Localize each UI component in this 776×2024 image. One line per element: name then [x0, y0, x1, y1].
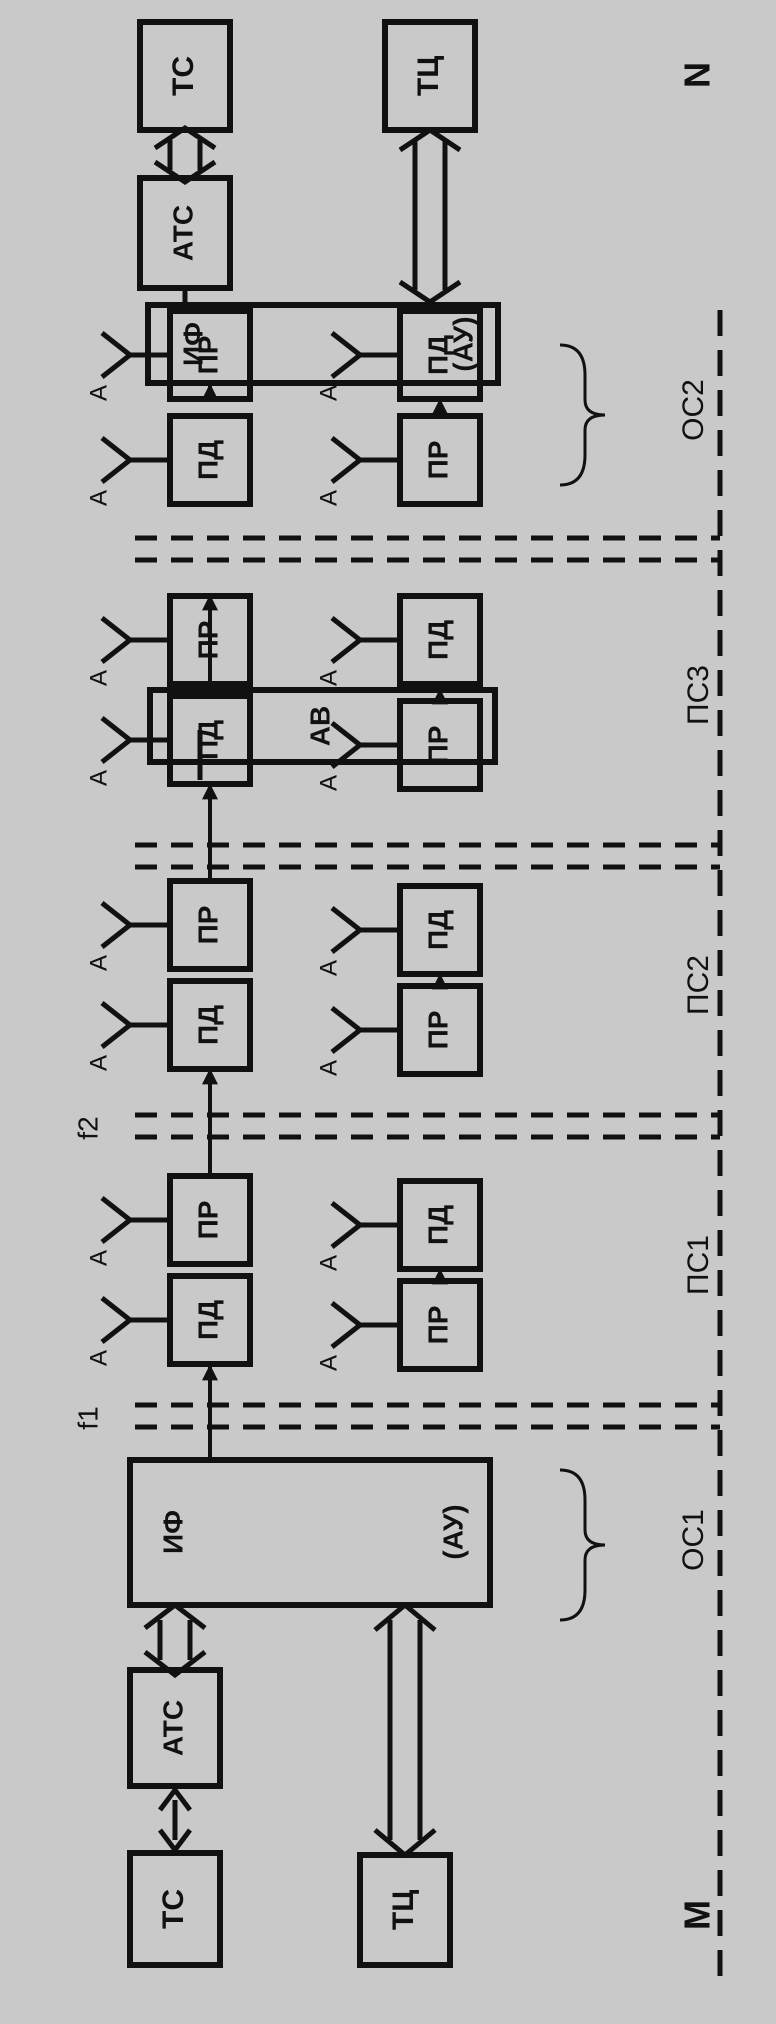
antenna-label: А: [315, 490, 342, 506]
frequency-f2: f2: [72, 1116, 103, 1139]
antenna-label: А: [315, 960, 342, 976]
antenna-label: А: [315, 1355, 342, 1371]
antenna-icon: [330, 906, 400, 954]
block-if-au-right: ИФ (АУ): [145, 302, 501, 386]
block-label: ПД: [192, 1005, 223, 1045]
block-tc-bottom-left: ТЦ: [357, 1852, 453, 1968]
block-pr: ПР: [397, 413, 483, 507]
section-pc2: ПС2: [682, 955, 715, 1015]
block-tc-top-right: ТЦ: [382, 19, 478, 133]
antenna-label: А: [85, 1250, 112, 1266]
block-pd: ПД: [167, 693, 253, 787]
antenna-label: А: [315, 1060, 342, 1076]
block-label: ПД: [192, 1300, 223, 1340]
block-label: ПР: [192, 336, 223, 375]
block-label: АТС: [167, 205, 198, 261]
antenna-icon: [100, 901, 170, 949]
endpoint-m: M: [677, 1900, 718, 1930]
block-ts-top-left: ТС: [127, 1850, 223, 1968]
antenna-icon: [330, 616, 400, 664]
block-pr: ПР: [397, 1278, 483, 1372]
block-label: ПР: [422, 726, 453, 765]
frequency-f1: f1: [72, 1406, 103, 1429]
antenna-icon: [100, 1001, 170, 1049]
block-label: ТЦ: [412, 56, 445, 96]
block-label: ПД: [422, 620, 453, 660]
relay-gaps: [135, 535, 720, 1430]
block-label: ПД: [192, 440, 223, 480]
block-label: (АУ): [447, 316, 478, 371]
block-pd: ПД: [167, 413, 253, 507]
antenna-label: А: [315, 385, 342, 401]
block-pd: ПД: [167, 978, 253, 1072]
block-label: ИФ: [157, 1510, 188, 1554]
block-label: ПР: [192, 621, 223, 660]
section-oc2: ОС2: [677, 379, 710, 441]
antenna-label: А: [85, 955, 112, 971]
lower-transceivers: ПР А ПД А ПР А ПД А ПР А ПД А ПР А ПД А: [315, 308, 483, 1372]
antenna-icon: [330, 721, 400, 769]
block-ts-top-right: ТС: [137, 19, 233, 133]
antenna-label: А: [85, 385, 112, 401]
block-label: (АУ): [437, 1504, 468, 1559]
antenna-icon: [330, 331, 400, 379]
section-pc1: ПС1: [682, 1235, 715, 1295]
antenna-label: А: [85, 1055, 112, 1071]
block-pd: ПД: [397, 593, 483, 687]
antenna-label: А: [85, 490, 112, 506]
antenna-icon: [100, 1296, 170, 1344]
antenna-label: А: [315, 670, 342, 686]
antenna-icon: [330, 1301, 400, 1349]
block-label: ПР: [422, 1011, 453, 1050]
block-label: АТС: [157, 1700, 188, 1756]
brace: [559, 343, 606, 1622]
block-label: ПР: [422, 441, 453, 480]
endpoint-n: N: [677, 62, 718, 88]
antenna-icon: [100, 436, 170, 484]
block-label: ПР: [192, 906, 223, 945]
block-label: ТС: [167, 56, 200, 96]
block-label: АВ: [304, 706, 335, 746]
antenna-icon: [330, 1201, 400, 1249]
block-label: ТС: [157, 1889, 190, 1929]
upper-transceivers: ПД А ПР А ПД А ПР А ПД А ПР А ПД А ПР А: [85, 308, 253, 1458]
block-pr: ПР: [167, 1173, 253, 1267]
block-label: ПР: [422, 1306, 453, 1345]
antenna-icon: [330, 436, 400, 484]
block-pd: ПД: [397, 883, 483, 977]
antenna-icon: [100, 331, 170, 379]
antenna-icon: [330, 1006, 400, 1054]
block-label: ПД: [422, 1205, 453, 1245]
block-pr: ПР: [397, 983, 483, 1077]
antenna-label: А: [315, 1255, 342, 1271]
block-ats-top-left: АТС: [127, 1667, 223, 1789]
block-label: ТЦ: [387, 1890, 420, 1930]
block-pr: ПР: [397, 698, 483, 792]
link-arrows: [143, 124, 462, 1859]
block-if-au-left: ИФ (АУ): [127, 1457, 493, 1608]
antenna-label: А: [85, 770, 112, 786]
antenna-icon: [100, 616, 170, 664]
antenna-icon: [100, 716, 170, 764]
block-pd: ПД: [167, 1273, 253, 1367]
block-label: ПД: [422, 910, 453, 950]
block-ats-top-right: АТС: [137, 175, 233, 291]
block-label: ПД: [192, 720, 223, 760]
block-label: ИФ: [177, 322, 208, 366]
section-pc3: ПС3: [682, 665, 715, 725]
block-label: ПД: [422, 335, 453, 375]
block-pr: ПР: [167, 878, 253, 972]
block-label: ПР: [192, 1201, 223, 1240]
antenna-label: А: [85, 1350, 112, 1366]
block-av: АВ: [147, 687, 498, 765]
antenna-label: А: [85, 670, 112, 686]
block-pd: ПД: [397, 1178, 483, 1272]
antenna-label: А: [315, 775, 342, 791]
section-oc1: ОС1: [677, 1509, 710, 1571]
antenna-icon: [100, 1196, 170, 1244]
